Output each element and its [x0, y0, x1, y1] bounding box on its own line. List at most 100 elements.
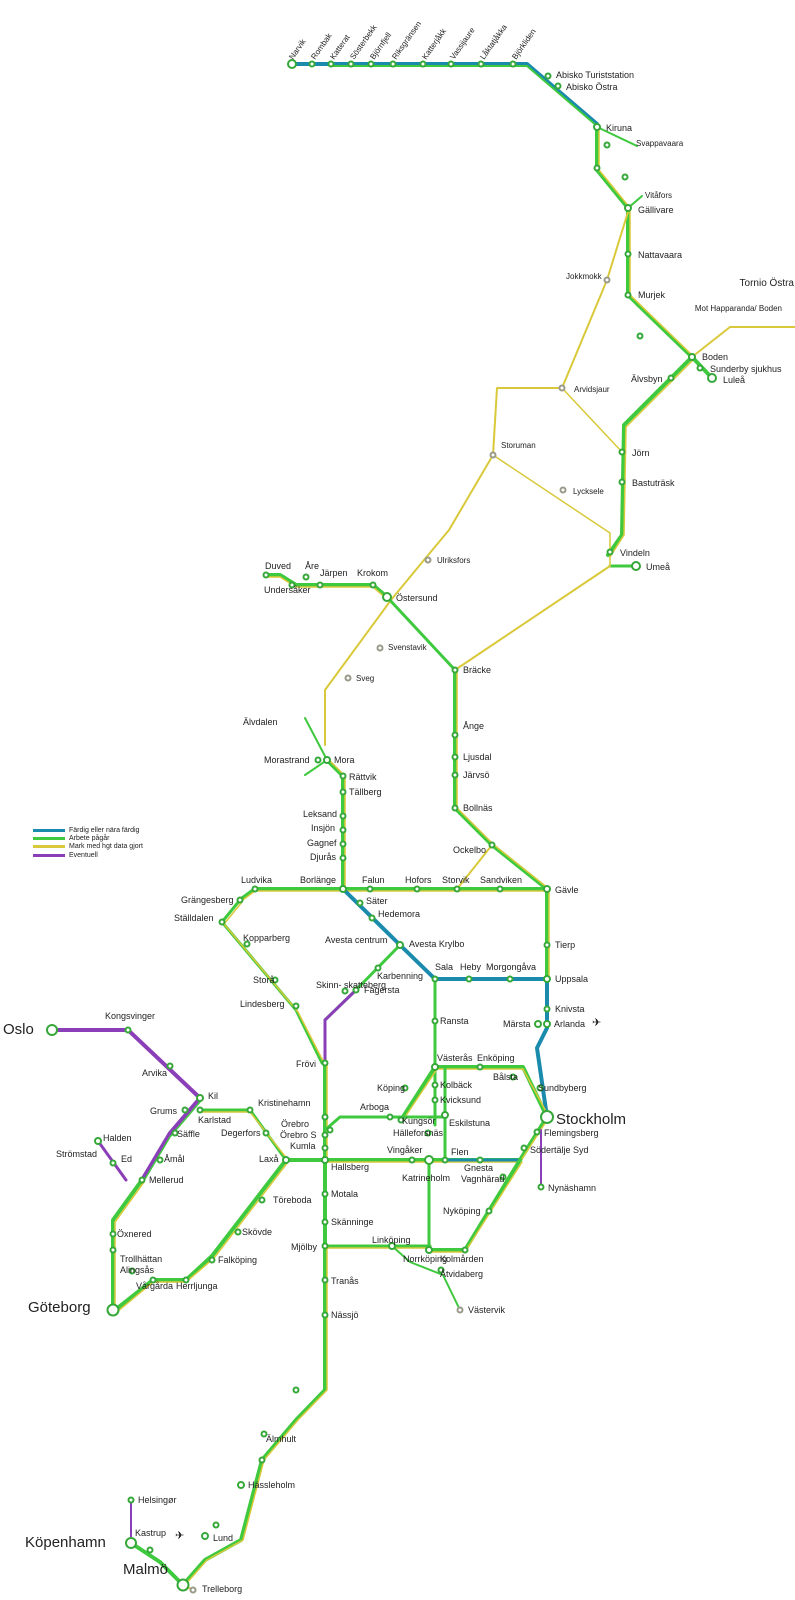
station-label-lycksele: Lycksele	[573, 487, 604, 496]
station-label-saffle: Säffle	[177, 1129, 200, 1139]
station-label-sandviken: Sandviken	[480, 875, 522, 885]
station-label-flemingsberg: Flemingsberg	[544, 1128, 599, 1138]
station-label-falkoping: Falköping	[218, 1255, 257, 1265]
line-kiruna-gallivare-y	[598, 126, 631, 209]
station-label-svappavaara: Svappavaara	[636, 139, 684, 148]
airplane-icon: ✈	[175, 1530, 184, 1542]
station-label-nykoping: Nyköping	[443, 1206, 481, 1216]
station-label-tornio: Tornio Östra	[740, 277, 795, 289]
legend-item: Färdig eller nära färdig	[33, 826, 193, 834]
station-label-leksand: Leksand	[303, 809, 337, 819]
station-dot-murjek	[624, 291, 632, 299]
line-kil-mellerud-g	[141, 1101, 201, 1185]
station-dot-kvicksund	[431, 1096, 439, 1104]
station-dot-goteborg	[106, 1303, 120, 1317]
station-label-bollnas: Bollnäs	[463, 803, 493, 813]
station-label-arvika: Arvika	[142, 1068, 167, 1078]
station-dot-vassijaure	[447, 60, 455, 68]
station-dot-ed	[109, 1159, 117, 1167]
station-label-kongsvinger: Kongsvinger	[105, 1011, 155, 1021]
station-dot-orebro	[321, 1113, 329, 1121]
station-label-nattavaara: Nattavaara	[638, 250, 682, 260]
station-label-oxnered: Öxnered	[117, 1229, 152, 1239]
station-label-heby: Heby	[460, 962, 482, 972]
station-dot-alingsas	[128, 1267, 136, 1275]
station-dot-lulea	[707, 373, 717, 383]
station-label-sveg: Sveg	[356, 674, 374, 683]
station-dot-skinnskatteberg	[341, 987, 349, 995]
station-label-kiruna: Kiruna	[606, 123, 632, 133]
station-label-kumla: Kumla	[290, 1141, 316, 1151]
station-dot-arboga	[386, 1113, 394, 1121]
legend-swatch-yellow	[33, 845, 65, 849]
station-label-lund: Lund	[213, 1533, 233, 1543]
station-label-stora: Storå	[253, 975, 275, 985]
station-dot-oxnered	[109, 1230, 117, 1238]
station-label-undersaker: Undersåker	[264, 585, 311, 595]
station-dot-jarvso	[451, 771, 459, 779]
station-dot-falun	[366, 885, 374, 893]
station-dot-hallsberg	[321, 1156, 329, 1164]
station-label-bracke: Bräcke	[463, 665, 491, 675]
station-dot-unnamed	[603, 141, 611, 149]
station-dot-koping	[401, 1084, 409, 1092]
station-label-abisko-t: Abisko Turiststation	[556, 70, 634, 80]
station-dot-herrljunga	[182, 1276, 190, 1284]
station-label-lindesberg: Lindesberg	[240, 999, 285, 1009]
station-label-jarpen: Järpen	[320, 568, 348, 578]
station-label-karbenning: Karbenning	[377, 971, 423, 981]
station-dot-motala	[321, 1190, 329, 1198]
station-dot-mellerud	[138, 1176, 146, 1184]
station-label-vitafors: Vitåfors	[645, 191, 672, 200]
station-dot-gavle	[543, 885, 551, 893]
station-dot-kopenhamn	[125, 1537, 137, 1549]
station-label-gallivare: Gällivare	[638, 205, 674, 215]
line-hallsberg-stockholm-y	[324, 1116, 550, 1163]
station-label-nynashamn: Nynäshamn	[548, 1183, 596, 1193]
station-dot-jarpen	[316, 581, 324, 589]
station-label-herrljunga: Herrljunga	[176, 1281, 218, 1291]
station-dot-undersaker	[288, 581, 296, 589]
station-label-jorn: Jörn	[632, 448, 650, 458]
station-dot-marsta	[534, 1020, 542, 1028]
station-dot-saffle	[171, 1129, 179, 1137]
station-dot-unnamed	[593, 164, 601, 172]
station-label-gavle: Gävle	[555, 885, 579, 895]
station-label-vasteras: Västerås	[437, 1053, 473, 1063]
station-dot-vastervik	[456, 1306, 464, 1314]
station-dot-sunderby	[696, 364, 704, 372]
legend-label: Arbete pågår	[69, 834, 110, 842]
line-duved-ostersund	[264, 573, 389, 599]
station-dot-alvsbyn	[667, 374, 675, 382]
line-mjolby-nassjo-y	[184, 1245, 328, 1586]
station-dot-heby	[465, 975, 473, 983]
station-label-kvicksund: Kvicksund	[440, 1095, 481, 1105]
station-dot-flemingsberg	[533, 1128, 541, 1136]
station-dot-ulriksfors	[424, 556, 432, 564]
station-label-sater: Säter	[366, 896, 388, 906]
station-label-frovi: Frövi	[296, 1059, 316, 1069]
station-dot-karbenning	[374, 964, 382, 972]
station-dot-kopparberg	[243, 940, 251, 948]
station-label-bjorkliden: Björkliden	[510, 27, 538, 61]
line-bracke-umea	[454, 565, 611, 671]
station-dot-gagnef	[339, 840, 347, 848]
station-label-vagnharad: Vagnhärad	[461, 1174, 504, 1184]
station-label-eskilstuna: Eskilstuna	[449, 1118, 490, 1128]
line-inlandsbanan-south	[324, 599, 392, 746]
station-label-sodertalje: Södertälje Syd	[530, 1145, 589, 1155]
station-dot-tierp	[543, 941, 551, 949]
station-dot-hedemora	[368, 914, 376, 922]
station-label-kopparberg: Kopparberg	[243, 933, 290, 943]
station-label-falun: Falun	[362, 875, 385, 885]
station-dot-mora	[323, 756, 331, 764]
station-label-hedemora: Hedemora	[378, 909, 420, 919]
station-dot-leksand	[339, 812, 347, 820]
station-label-bastutrask: Bastuträsk	[632, 478, 675, 488]
station-dot-sveg	[344, 674, 352, 682]
station-dot-abisko-o	[554, 82, 562, 90]
station-dot-abisko-t	[544, 72, 552, 80]
station-label-knivsta: Knivsta	[555, 1004, 585, 1014]
station-dot-halden	[94, 1137, 102, 1145]
